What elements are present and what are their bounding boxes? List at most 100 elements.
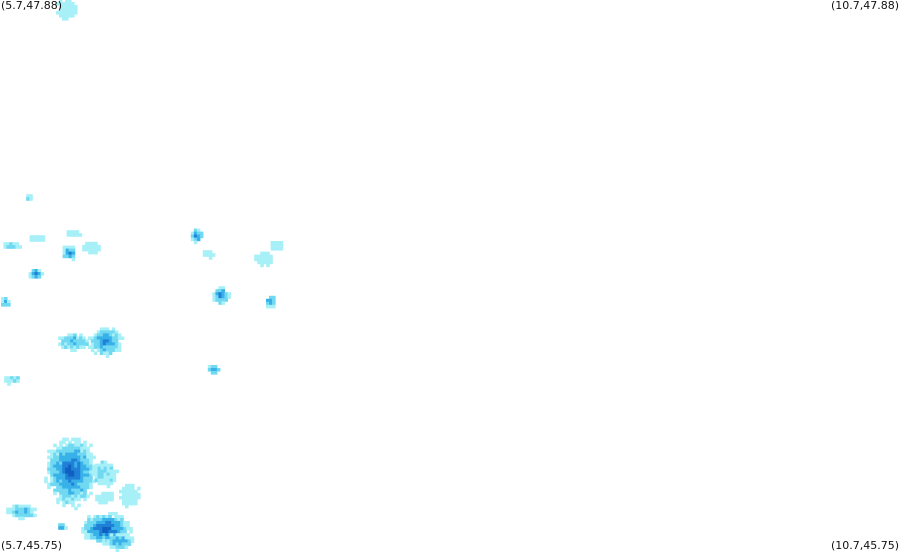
precip-pixel <box>74 5 78 9</box>
precip-pixel <box>121 539 126 543</box>
precip-pixel <box>128 483 132 488</box>
precip-pixel <box>190 234 195 239</box>
precip-pixel <box>4 303 8 307</box>
precip-pixel <box>90 536 94 540</box>
precip-pixel <box>87 530 91 534</box>
precip-pixel <box>68 491 72 496</box>
precip-pixel <box>102 518 106 522</box>
precip-pixel <box>193 240 198 245</box>
precip-pixel <box>129 530 133 534</box>
precip-pixel <box>21 513 25 518</box>
precip-pixel <box>99 515 103 519</box>
precip-pixel <box>99 521 103 525</box>
precip-pixel <box>100 472 105 477</box>
precip-pixel <box>53 458 57 463</box>
precip-pixel <box>68 455 72 460</box>
precip-pixel <box>74 437 78 442</box>
precip-pixel <box>74 440 78 445</box>
precip-pixel <box>68 470 72 475</box>
precip-pixel <box>114 330 119 334</box>
precip-pixel <box>104 491 108 496</box>
precip-pixel <box>90 339 95 343</box>
precip-pixel <box>108 336 113 340</box>
precip-pixel <box>6 507 10 512</box>
precip-pixel <box>10 376 14 380</box>
precip-pixel <box>31 269 36 273</box>
precip-pixel <box>47 461 51 466</box>
precip-pixel <box>84 536 88 540</box>
precip-pixel <box>62 494 66 499</box>
precip-pixel <box>95 494 99 499</box>
precip-pixel <box>122 495 126 500</box>
precip-pixel <box>77 461 81 466</box>
precip-pixel <box>102 515 106 519</box>
precip-pixel <box>108 348 113 352</box>
precip-pixel <box>99 518 103 522</box>
precip-pixel <box>272 304 276 309</box>
precip-pixel <box>257 254 261 259</box>
precip-pixel <box>68 479 72 484</box>
precip-pixel <box>79 339 83 343</box>
precip-pixel <box>97 478 102 483</box>
precip-pixel <box>70 348 74 352</box>
precip-pixel <box>24 510 28 515</box>
precip-pixel <box>87 524 91 528</box>
precip-pixel <box>56 467 60 472</box>
precip-pixel <box>127 539 132 543</box>
precip-pixel <box>68 248 73 253</box>
precip-pixel <box>65 0 69 3</box>
precip-pixel <box>125 498 129 503</box>
precip-pixel <box>117 521 121 525</box>
precip-pixel <box>207 365 212 369</box>
precip-pixel <box>98 494 102 499</box>
precip-pixel <box>27 507 31 512</box>
precip-pixel <box>71 458 75 463</box>
precip-pixel <box>73 336 77 340</box>
precip-pixel <box>117 348 122 352</box>
precip-pixel <box>68 449 72 454</box>
precip-pixel <box>106 481 111 486</box>
precip-pixel <box>205 250 210 254</box>
precip-pixel <box>61 523 65 527</box>
precip-pixel <box>53 443 57 448</box>
precip-pixel <box>105 536 109 540</box>
precip-pixel <box>108 524 112 528</box>
precip-pixel <box>96 530 100 534</box>
precip-pixel <box>62 452 66 457</box>
precip-pixel <box>269 260 273 265</box>
precip-pixel <box>109 472 114 477</box>
precip-pixel <box>127 536 132 540</box>
precip-pixel <box>79 342 83 346</box>
precip-pixel <box>279 241 284 245</box>
precip-pixel <box>71 14 75 18</box>
precip-pixel <box>71 461 75 466</box>
precip-pixel <box>71 257 76 262</box>
precip-pixel <box>56 461 60 466</box>
precip-pixel <box>111 530 115 534</box>
precip-pixel <box>90 521 94 525</box>
precip-pixel <box>74 488 78 493</box>
precip-pixel <box>126 524 130 528</box>
precip-pixel <box>83 470 87 475</box>
precip-pixel <box>77 470 81 475</box>
precip-pixel <box>47 482 51 487</box>
precip-pixel <box>102 542 106 546</box>
precip-pixel <box>216 368 221 372</box>
precip-pixel <box>68 8 72 12</box>
precip-pixel <box>202 250 207 254</box>
precip-pixel <box>65 476 69 481</box>
precip-pixel <box>97 481 102 486</box>
precip-pixel <box>53 470 57 475</box>
precip-pixel <box>59 497 63 502</box>
precip-pixel <box>96 348 101 352</box>
precip-pixel <box>64 526 68 530</box>
precip-pixel <box>80 467 84 472</box>
precip-pixel <box>61 345 65 349</box>
precip-pixel <box>68 467 72 472</box>
precip-pixel <box>118 545 123 549</box>
precip-pixel <box>94 469 99 474</box>
precip-pixel <box>18 513 22 518</box>
precip-pixel <box>102 327 107 331</box>
precip-pixel <box>122 492 126 497</box>
precip-pixel <box>59 0 63 3</box>
